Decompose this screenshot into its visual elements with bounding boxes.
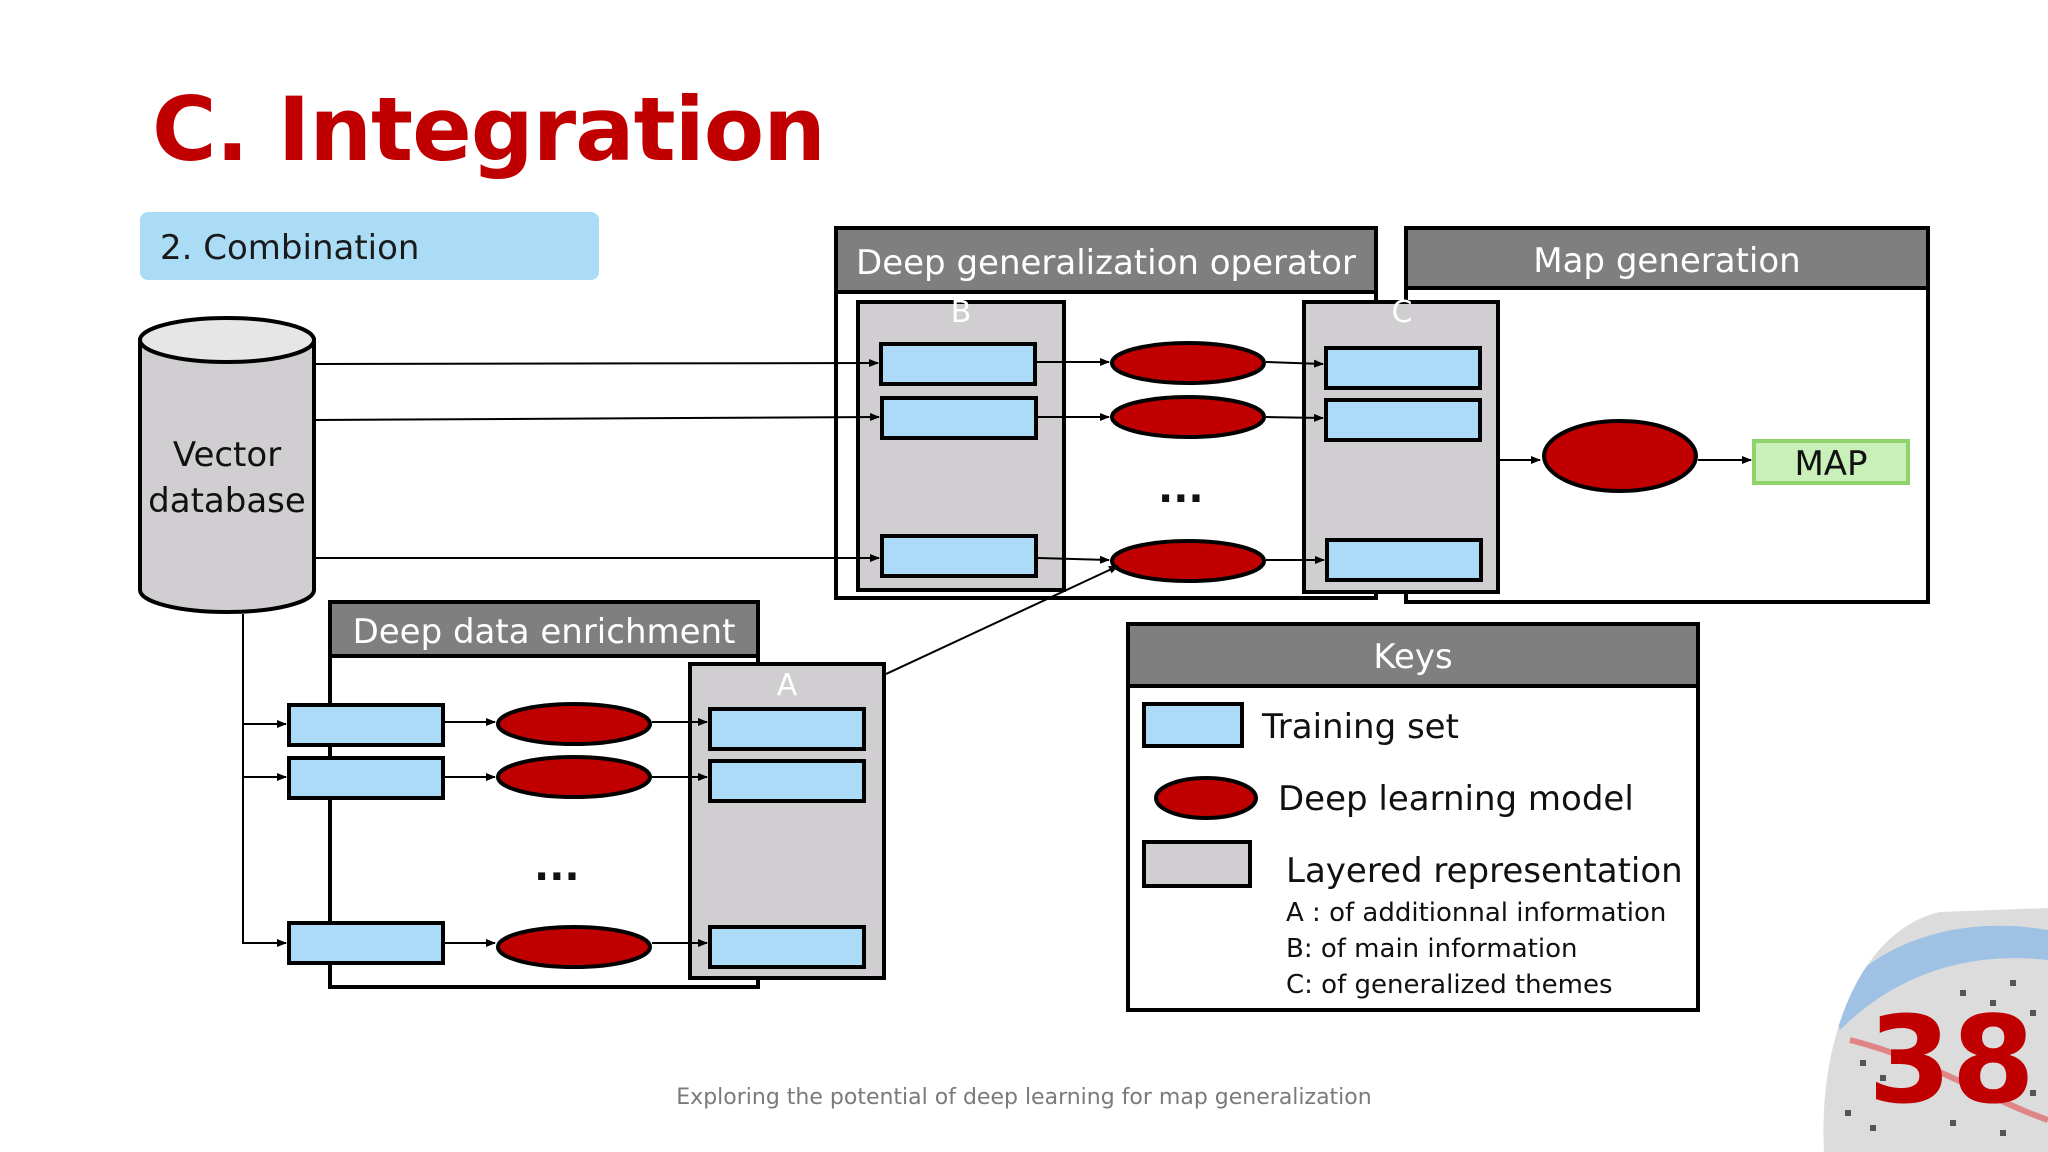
slide-footer: Exploring the potential of deep learning… (676, 1085, 1372, 1110)
database-label-line1: Vector (173, 435, 281, 475)
map-label: MAP (1794, 444, 1867, 484)
map-output: MAP (1752, 439, 1910, 485)
operator-model-3 (1110, 539, 1266, 583)
enrichment-model-3 (496, 925, 652, 969)
key-training-set-swatch (1142, 702, 1244, 748)
enrichment-ellipsis: ... (534, 844, 580, 890)
page-number: 38 (1868, 992, 2035, 1131)
layer-c: C (1302, 295, 1500, 594)
enrichment-panel-title: Deep data enrichment (353, 612, 736, 652)
database-label-line2: database (148, 481, 306, 521)
section-label: 2. Combination (160, 228, 420, 268)
enrichment-training-set-2 (287, 756, 445, 800)
layer-a-letter: A (777, 668, 798, 703)
slide-title: C. Integration (152, 78, 826, 181)
key-layer-label: Layered representation (1286, 851, 1683, 891)
layer-b-letter: B (951, 295, 972, 330)
key-model-label: Deep learning model (1278, 779, 1634, 819)
section-label-box: 2. Combination (140, 212, 599, 280)
operator-model-1 (1110, 341, 1266, 385)
enrichment-training-set-3 (287, 921, 445, 965)
keys-title: Keys (1373, 637, 1452, 677)
key-layer-swatch (1142, 840, 1252, 888)
operator-panel-title: Deep generalization operator (856, 243, 1356, 283)
key-layer-a-desc: A : of additionnal information (1286, 898, 1666, 928)
key-layer-c-desc: C: of generalized themes (1286, 970, 1613, 1000)
layer-b: B (856, 295, 1066, 592)
layer-a: A (688, 662, 886, 980)
vector-database: Vector database (138, 316, 316, 614)
key-training-set-label: Training set (1261, 707, 1459, 747)
connector-arrows (242, 358, 1752, 947)
operator-ellipsis: ... (1158, 466, 1204, 512)
map-generation-model (1542, 419, 1698, 493)
key-layer-b-desc: B: of main information (1286, 934, 1577, 964)
enrichment-model-2 (496, 755, 652, 799)
enrichment-model-1 (496, 702, 652, 746)
map-thumbnail-image (1823, 908, 2048, 1152)
operator-model-2 (1110, 395, 1266, 439)
map-generation-panel-title: Map generation (1533, 241, 1800, 281)
key-model-swatch (1154, 776, 1258, 820)
keys-legend: Keys Training set Deep learning model La… (1126, 622, 1700, 1012)
layer-c-letter: C (1392, 295, 1413, 330)
enrichment-training-set-1 (287, 703, 445, 747)
